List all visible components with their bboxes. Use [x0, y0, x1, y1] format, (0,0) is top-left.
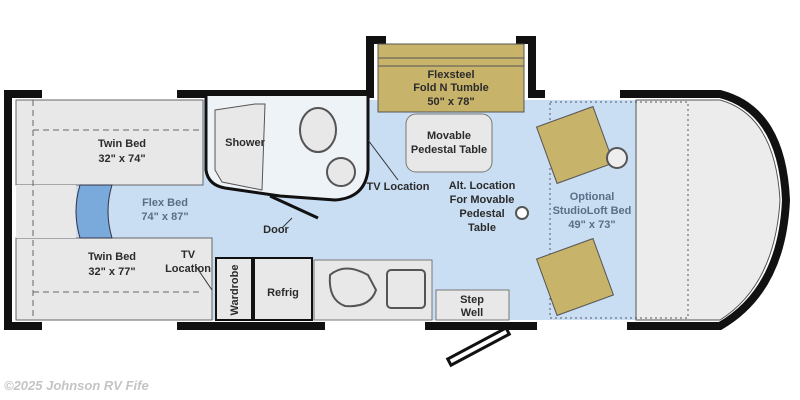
window [42, 322, 177, 330]
twin-bed-top [15, 99, 204, 186]
swivel-chair-bottom [535, 237, 615, 317]
table-label-line2: Pedestal Table [411, 144, 487, 156]
table-label-line1: Movable [427, 130, 471, 142]
sofa-slide [377, 43, 525, 113]
window [42, 90, 177, 98]
flex-bed [16, 185, 76, 238]
door-label: Door [263, 224, 289, 236]
twin-bed-bottom-label: Twin Bed [88, 251, 136, 263]
shower-label: Shower [225, 137, 265, 149]
sofa-label-line2: Fold N Tumble [413, 82, 489, 94]
alt-table-line4: Table [468, 222, 496, 234]
refrig-label: Refrig [267, 287, 299, 299]
steering-wheel [606, 147, 628, 169]
step-well-line2: Well [461, 307, 483, 319]
window [386, 36, 516, 44]
sofa-label-line1: Flexsteel [427, 69, 474, 81]
loft-bed-line1: Optional [570, 191, 615, 203]
copyright-text: ©2025 Johnson RV Fife [4, 378, 149, 393]
flex-bed-size: 74" x 87" [141, 211, 188, 223]
twin-bed-top-size: 32" x 74" [98, 153, 145, 165]
window [545, 90, 620, 98]
entry-door [445, 325, 512, 368]
window [537, 322, 627, 330]
alt-table-line1: Alt. Location [449, 180, 516, 192]
alt-table-pedestal [515, 206, 529, 220]
alt-table-line2: For Movable [450, 194, 515, 206]
tv-location-bath-label: TV Location [367, 181, 430, 193]
twin-bed-top-label: Twin Bed [98, 138, 146, 150]
loft-bed-outline [549, 101, 689, 319]
swivel-chair-top [535, 105, 615, 185]
sofa-size: 50" x 78" [427, 96, 474, 108]
sink [326, 157, 356, 187]
loft-bed-size: 49" x 73" [568, 219, 615, 231]
refrigerator [253, 257, 313, 321]
galley-sink [386, 269, 426, 309]
flex-bed-label: Flex Bed [142, 197, 188, 209]
toilet [299, 107, 337, 153]
twin-bed-bottom [15, 237, 213, 321]
wardrobe [215, 257, 253, 321]
twin-bed-bottom-size: 32" x 77" [88, 266, 135, 278]
stove [328, 267, 378, 308]
tv-location-rear-line2: Location [165, 263, 211, 275]
shower [214, 103, 266, 191]
step-well [435, 289, 510, 321]
alt-table-line3: Pedestal [459, 208, 504, 220]
wardrobe-label: Wardrobe [229, 265, 241, 316]
outer-wall [4, 36, 791, 330]
window [325, 322, 425, 330]
flex-bed-cushion [75, 184, 113, 239]
tv-location-rear-line1: TV [181, 249, 196, 261]
door-swing [269, 194, 319, 220]
loft-bed-line2: StudioLoft Bed [553, 205, 632, 217]
pedestal-table [405, 113, 493, 173]
step-well-line1: Step [460, 294, 484, 306]
cab-area [635, 99, 781, 321]
